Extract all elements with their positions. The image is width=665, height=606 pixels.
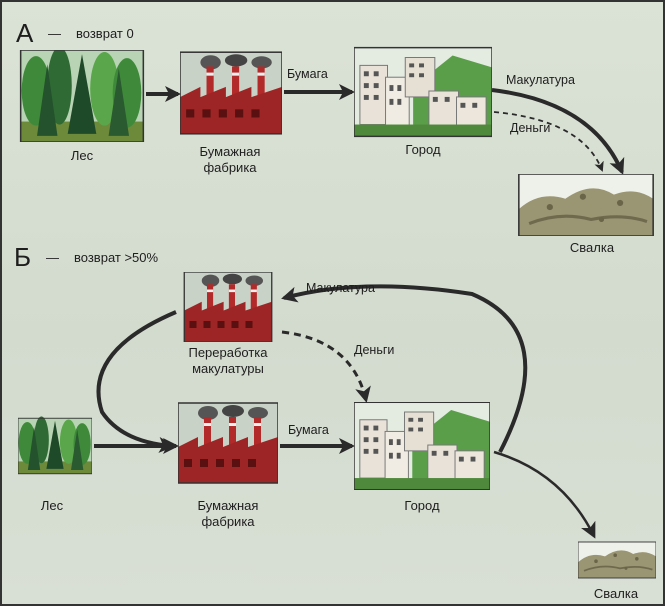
arrow-city-to-recycling-b — [281, 284, 528, 453]
arrow-recycling-to-mill-b — [96, 310, 177, 453]
edge-money-b: Деньги — [354, 343, 394, 357]
arrow-city-to-landfill-a — [491, 88, 625, 175]
arrow-city-to-landfill-b — [493, 450, 596, 539]
city-image-b — [354, 402, 490, 490]
label-recycling-b-line2: макулатуры — [192, 361, 264, 376]
arrow-money-b — [281, 330, 371, 403]
edge-money-a: Деньги — [510, 121, 550, 135]
section-b-note: возврат >50% — [74, 250, 159, 265]
edge-waste-paper-a: Макулатура — [506, 73, 575, 87]
edge-paper-a: Бумага — [287, 67, 328, 81]
section-b-letter: Б — [14, 242, 31, 272]
section-a-letter: А — [16, 18, 34, 48]
city-image-a — [354, 46, 492, 138]
section-b-dash: — — [46, 250, 59, 265]
label-landfill-b: Свалка — [594, 586, 639, 601]
recycling-plant-image-b — [183, 272, 273, 342]
label-city-b: Город — [404, 498, 440, 513]
label-recycling-b-line1: Переработка — [188, 345, 268, 360]
label-paper-mill-a-line2: фабрика — [203, 160, 257, 175]
label-landfill-a: Свалка — [570, 240, 615, 255]
paper-mill-image-b — [178, 402, 278, 484]
edge-paper-b: Бумага — [288, 423, 329, 437]
section-a-note: возврат 0 — [76, 26, 134, 41]
edge-waste-paper-b: Макулатура — [306, 281, 375, 295]
label-city-a: Город — [405, 142, 441, 157]
label-paper-mill-b-line2: фабрика — [201, 514, 255, 529]
forest-image-a — [19, 50, 145, 142]
forest-image-b — [18, 415, 92, 475]
label-forest-a: Лес — [71, 148, 94, 163]
label-paper-mill-b-line1: Бумажная — [198, 498, 259, 513]
landfill-image-a — [517, 174, 655, 236]
section-a-dash: — — [48, 26, 61, 41]
label-paper-mill-a-line1: Бумажная — [200, 144, 261, 159]
label-forest-b: Лес — [41, 498, 64, 513]
arrow-money-a — [493, 111, 604, 172]
landfill-image-b — [578, 541, 656, 579]
paper-mill-image-a — [180, 51, 282, 135]
